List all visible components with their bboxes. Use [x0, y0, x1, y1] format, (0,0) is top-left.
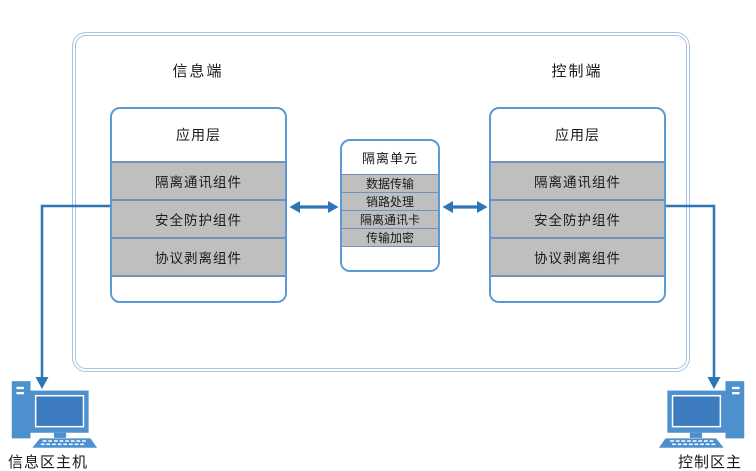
control-stack-filler	[491, 277, 664, 301]
control-host-computer-icon	[658, 381, 745, 448]
info-component-row: 安全防护组件	[112, 199, 285, 237]
isolation-unit-row: 隔离通讯卡	[342, 210, 438, 228]
control-component-row: 协议剥离组件	[491, 237, 664, 277]
control-host-label: 控制区主机	[678, 453, 743, 471]
info-component-row: 协议剥离组件	[112, 237, 285, 277]
info-stack-title: 应用层	[176, 128, 221, 144]
isolation-unit-filler	[342, 247, 438, 270]
info-side-title: 信息端	[172, 62, 224, 80]
control-component-row: 隔离通讯组件	[491, 161, 664, 199]
info-stack-filler	[112, 277, 285, 301]
control-stack-title: 应用层	[555, 128, 600, 144]
info-host-computer-icon	[11, 381, 98, 448]
control-component-row: 安全防护组件	[491, 199, 664, 237]
isolation-unit-row: 销路处理	[342, 192, 438, 210]
isolation-unit-row: 数据传输	[342, 174, 438, 192]
isolation-unit-stack: 隔离单元 数据传输 销路处理 隔离通讯卡 传输加密	[340, 139, 440, 272]
outer-container	[72, 32, 690, 372]
info-component-row: 隔离通讯组件	[112, 161, 285, 199]
info-host-label: 信息区主机	[8, 453, 89, 471]
isolation-unit-title: 隔离单元	[361, 152, 418, 167]
info-application-stack: 应用层 隔离通讯组件 安全防护组件 协议剥离组件	[110, 107, 287, 303]
isolation-unit-row: 传输加密	[342, 228, 438, 247]
control-application-stack: 应用层 隔离通讯组件 安全防护组件 协议剥离组件	[489, 107, 666, 303]
control-side-title: 控制端	[551, 62, 603, 80]
